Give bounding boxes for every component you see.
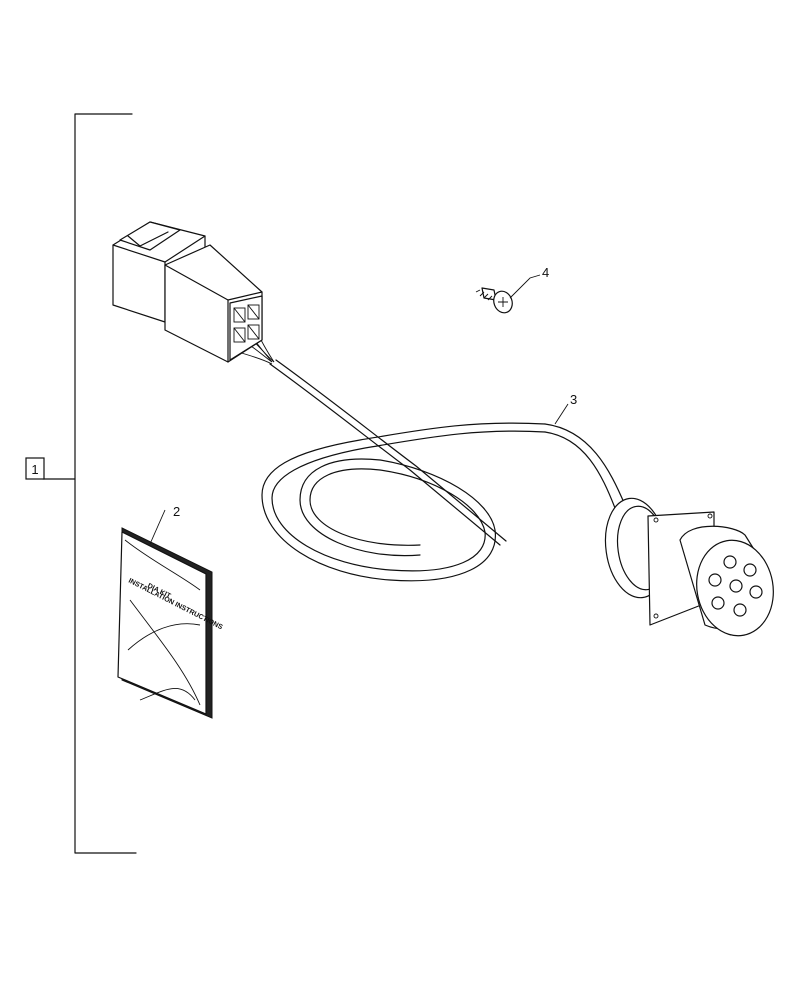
harness-cable xyxy=(237,317,626,582)
manual-booklet-icon xyxy=(117,527,213,719)
callout-3-label[interactable]: 3 xyxy=(570,392,577,407)
callout-4-label[interactable]: 4 xyxy=(542,265,549,280)
leader-2 xyxy=(149,509,166,545)
callout-2-label[interactable]: 2 xyxy=(173,504,180,519)
round-7-pin-connector-icon xyxy=(604,497,774,637)
screw-icon xyxy=(475,287,513,314)
leader-4 xyxy=(509,274,541,299)
leader-3 xyxy=(554,403,569,425)
connector-4-pin-icon xyxy=(112,221,263,363)
callout-1-label[interactable]: 1 xyxy=(31,462,38,477)
kit-bracket xyxy=(25,113,137,854)
